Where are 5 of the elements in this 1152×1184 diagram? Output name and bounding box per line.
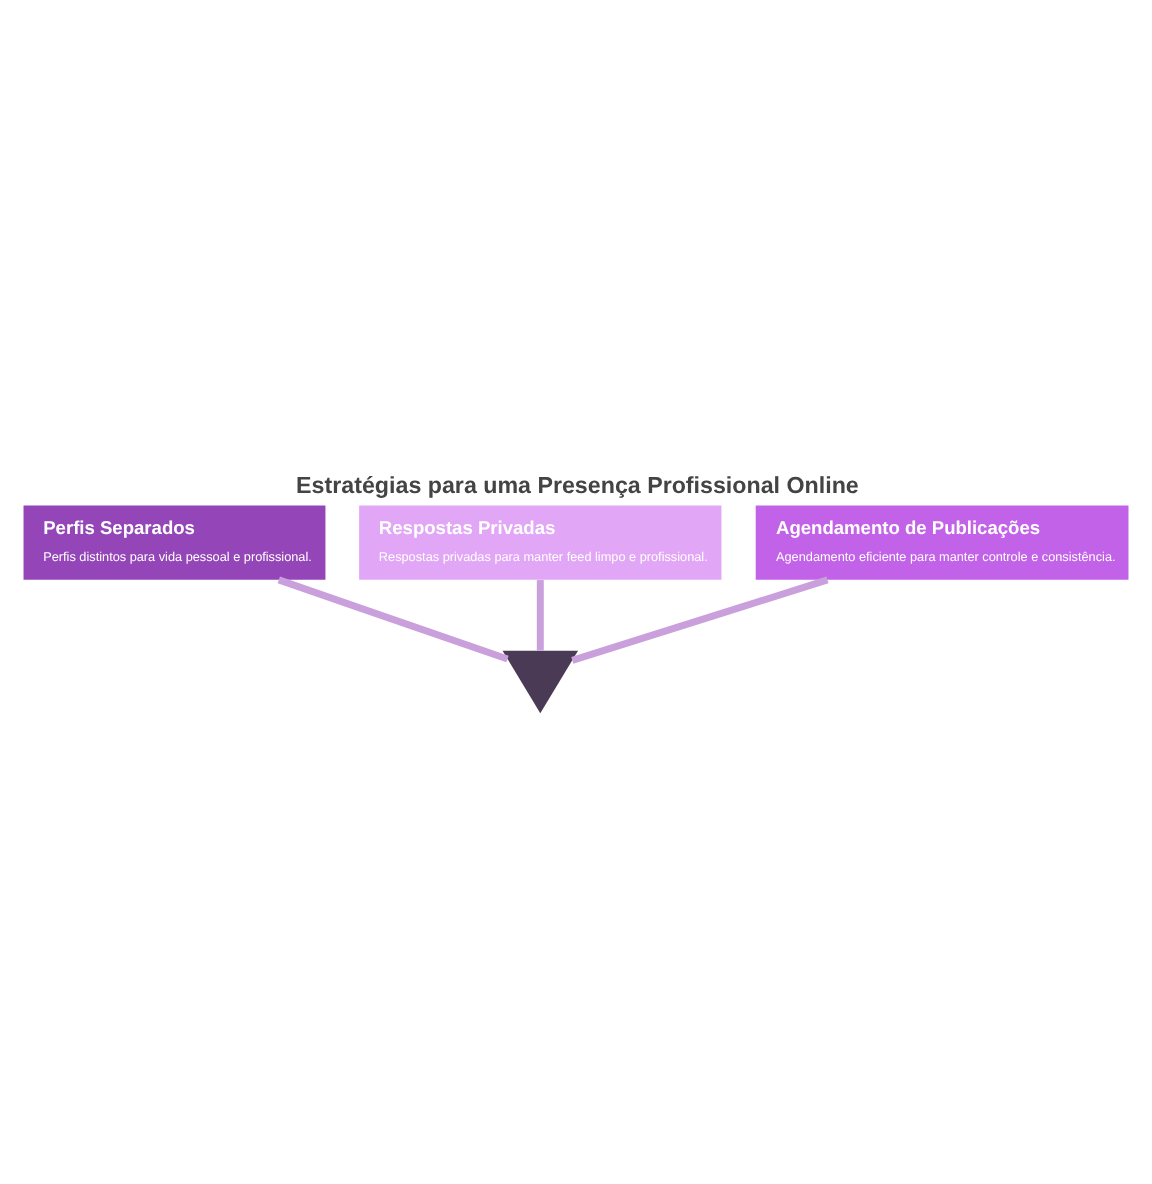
node-triangle — [502, 650, 579, 714]
connector — [536, 580, 544, 651]
connector — [277, 576, 509, 663]
connector — [571, 576, 829, 664]
diagram-title: Estratégias para uma Presença Profissional Online — [296, 472, 859, 499]
